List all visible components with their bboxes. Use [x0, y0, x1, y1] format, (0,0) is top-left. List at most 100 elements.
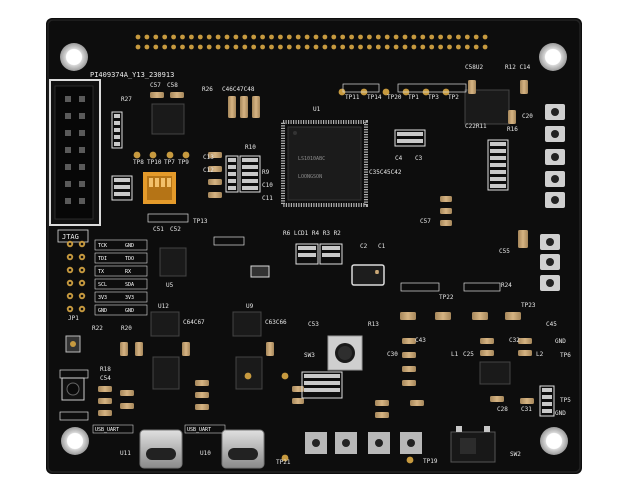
ic-reg-right [479, 361, 511, 385]
component-outline [394, 129, 426, 147]
jtag-pin [65, 147, 71, 153]
resistor-array-element [490, 170, 506, 174]
header-pad [171, 34, 177, 40]
board-header-title: PI409374A_Y13_230913 [90, 71, 174, 79]
header-pad [447, 44, 452, 50]
header-pad [189, 44, 194, 50]
bottom-test-pads [305, 432, 422, 454]
resistor-array-element [114, 142, 120, 146]
jtag-pin [79, 113, 85, 119]
capacitor [402, 380, 416, 386]
silk-tp2: TP2 [448, 94, 459, 101]
component-outline [487, 139, 509, 191]
silk-c28: C28 [497, 406, 508, 413]
dip-switch[interactable] [143, 172, 176, 204]
pin-table-row-0-left: TCK [98, 243, 107, 249]
jtag-pin [65, 113, 71, 119]
silk-tp13: TP13 [193, 218, 208, 225]
silk-r18: R18 [100, 366, 111, 373]
capacitor [120, 390, 134, 396]
header-pad [197, 44, 203, 50]
capacitor [98, 386, 112, 392]
capacitor [402, 352, 416, 358]
pin-table-pad-hole [68, 294, 72, 298]
pin-table-row-2-right: RX [125, 269, 131, 275]
component-outline [301, 371, 343, 399]
resistor-array-element [304, 374, 340, 378]
mounting-hole-top-right [539, 43, 567, 71]
capacitor [440, 196, 452, 202]
header-pad [340, 34, 346, 40]
resistor-array-element [490, 156, 506, 160]
resistor-array-element [490, 163, 506, 167]
label-boxes [59, 83, 501, 421]
silk-u1: U1 [313, 106, 321, 113]
pcb-edge [47, 19, 581, 473]
resistor-array-element [114, 121, 120, 125]
capacitor [195, 392, 209, 398]
silk-c30: C30 [387, 351, 398, 358]
silk-r9: R9 [262, 169, 270, 176]
header-pad [215, 44, 221, 50]
right-pad-hole [551, 175, 559, 183]
silk-tp11: TP11 [345, 94, 360, 101]
resistor-array-element [542, 388, 552, 392]
silk-r22: R22 [92, 325, 103, 332]
resistor-array-element [114, 135, 120, 139]
mcu-pin1-dot [293, 131, 297, 135]
component-outline [111, 175, 133, 201]
jtag-pin [65, 96, 71, 102]
slide-switch-sw2[interactable] [450, 426, 496, 463]
pin-table-pad-hole [68, 307, 72, 311]
test-point [281, 372, 289, 380]
silk-jp1: JP1 [68, 315, 79, 322]
pin-table-pad-hole [80, 307, 84, 311]
mcu-marking-1: LS1010ABC [298, 156, 325, 162]
usb-c-connector-right[interactable] [221, 429, 265, 469]
jtag-label: JTAG [62, 233, 79, 241]
pin-table-row-5-right: GND [125, 308, 134, 314]
header-pad [278, 44, 283, 50]
resistor-array-element [228, 165, 236, 169]
resistor-array-element [490, 149, 506, 153]
resistor-array-element [242, 179, 258, 183]
header-pad [456, 34, 461, 40]
header-pad [171, 44, 177, 50]
resistor-array-element [490, 184, 506, 188]
phototransistor [61, 377, 85, 401]
jtag-pin [79, 130, 85, 136]
mounting-holes [60, 43, 568, 455]
jtag-pin [79, 147, 85, 153]
mcu-marking-2: LOONGSON [298, 174, 322, 180]
header-pad [162, 34, 168, 40]
resistor-array-element [114, 192, 130, 196]
usb-c-connector-left[interactable] [139, 429, 183, 469]
silk-tp20: TP20 [387, 94, 402, 101]
capacitor [375, 412, 389, 418]
silk-c57: C57 [150, 82, 161, 89]
resistor-array-element [322, 253, 340, 257]
silk-tp9: TP9 [178, 159, 189, 166]
header-pad [278, 34, 283, 40]
capacitor [472, 312, 488, 320]
header-pad [438, 44, 443, 50]
capacitor [505, 312, 521, 320]
pin-table-pad-hole [80, 281, 84, 285]
header-pad [224, 34, 230, 40]
right-pad-hole [546, 238, 554, 246]
test-point [382, 88, 390, 96]
pin-table-pad-hole [68, 268, 72, 272]
pin-table-cell [94, 265, 148, 277]
jp1-pin [70, 341, 76, 347]
resistor-array-element [242, 158, 258, 162]
tactile-button-sw3[interactable] [327, 335, 363, 371]
jtag-header-pins [65, 96, 85, 204]
right-pad-hole [551, 130, 559, 138]
component-outline [539, 385, 555, 417]
silk-tp7: TP7 [164, 159, 175, 166]
header-pad [367, 34, 372, 40]
box-header-inner [54, 85, 94, 220]
header-pad [286, 44, 292, 50]
silk-gnd2: GND [555, 410, 566, 417]
header-pad [180, 34, 185, 40]
